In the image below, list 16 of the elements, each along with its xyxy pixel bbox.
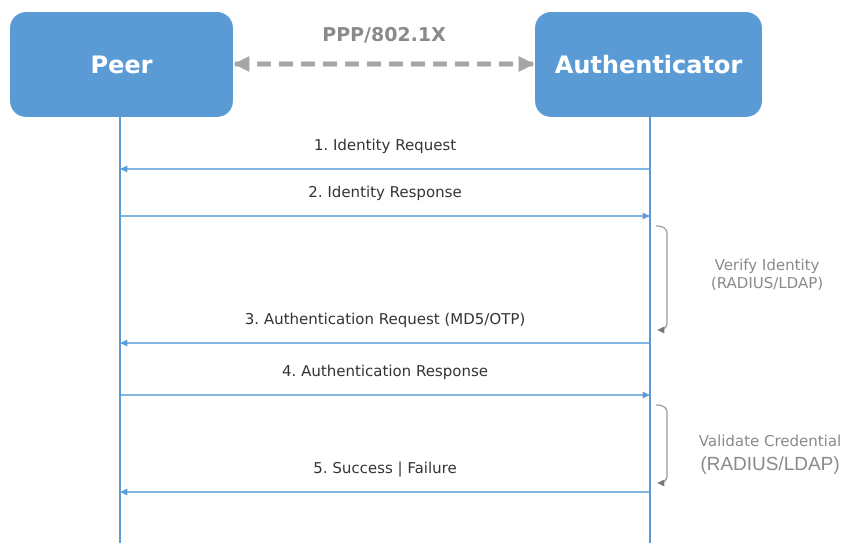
message-arrow [121, 392, 650, 398]
edge-label: 4. Authentication Response [280, 362, 490, 380]
message-arrow [120, 488, 649, 496]
message-arrow [120, 166, 649, 172]
participant-box: Authenticator [535, 12, 762, 117]
participant-box: Peer [10, 12, 233, 117]
annotation-text: Verify Identity (RADIUS/LDAP) [710, 256, 824, 292]
lifeline [649, 117, 651, 543]
lifeline [119, 117, 121, 543]
annotation-text: (RADIUS/LDAP) [699, 454, 841, 476]
dashed-arrow [233, 56, 535, 72]
message-arrow [120, 340, 649, 346]
edge-label: 2. Identity Response [306, 183, 464, 201]
edge-label: 5. Success | Failure [311, 459, 459, 477]
message-arrow [121, 212, 650, 220]
annotation-text: Validate Credential [698, 432, 842, 450]
